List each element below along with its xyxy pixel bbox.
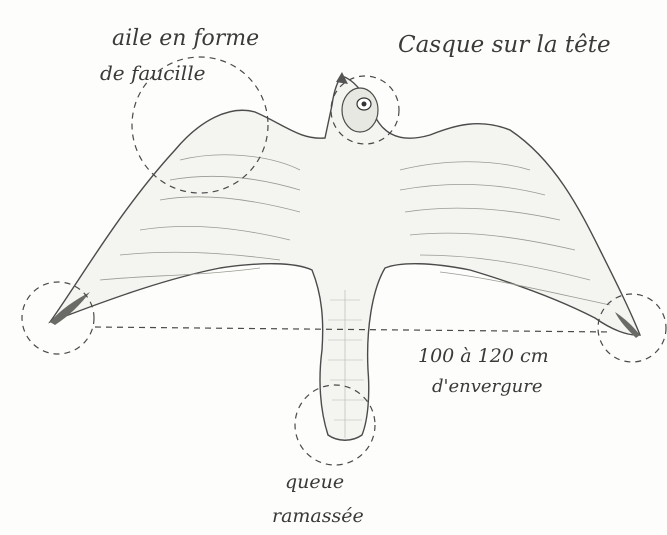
label-wingspan-line2: d'envergure bbox=[432, 376, 543, 397]
label-wing-shape-line2: de faucille bbox=[100, 61, 205, 85]
label-helmet: Casque sur la tête bbox=[398, 32, 611, 58]
falcon-silhouette bbox=[50, 72, 640, 440]
pupil bbox=[362, 102, 367, 107]
label-wing-shape-line1: aile en forme bbox=[112, 26, 259, 51]
label-wingspan-line1: 100 à 120 cm bbox=[418, 345, 549, 367]
label-tail-line1: queue bbox=[285, 471, 344, 493]
label-tail-line2: ramassée bbox=[272, 505, 364, 527]
head bbox=[342, 88, 378, 132]
